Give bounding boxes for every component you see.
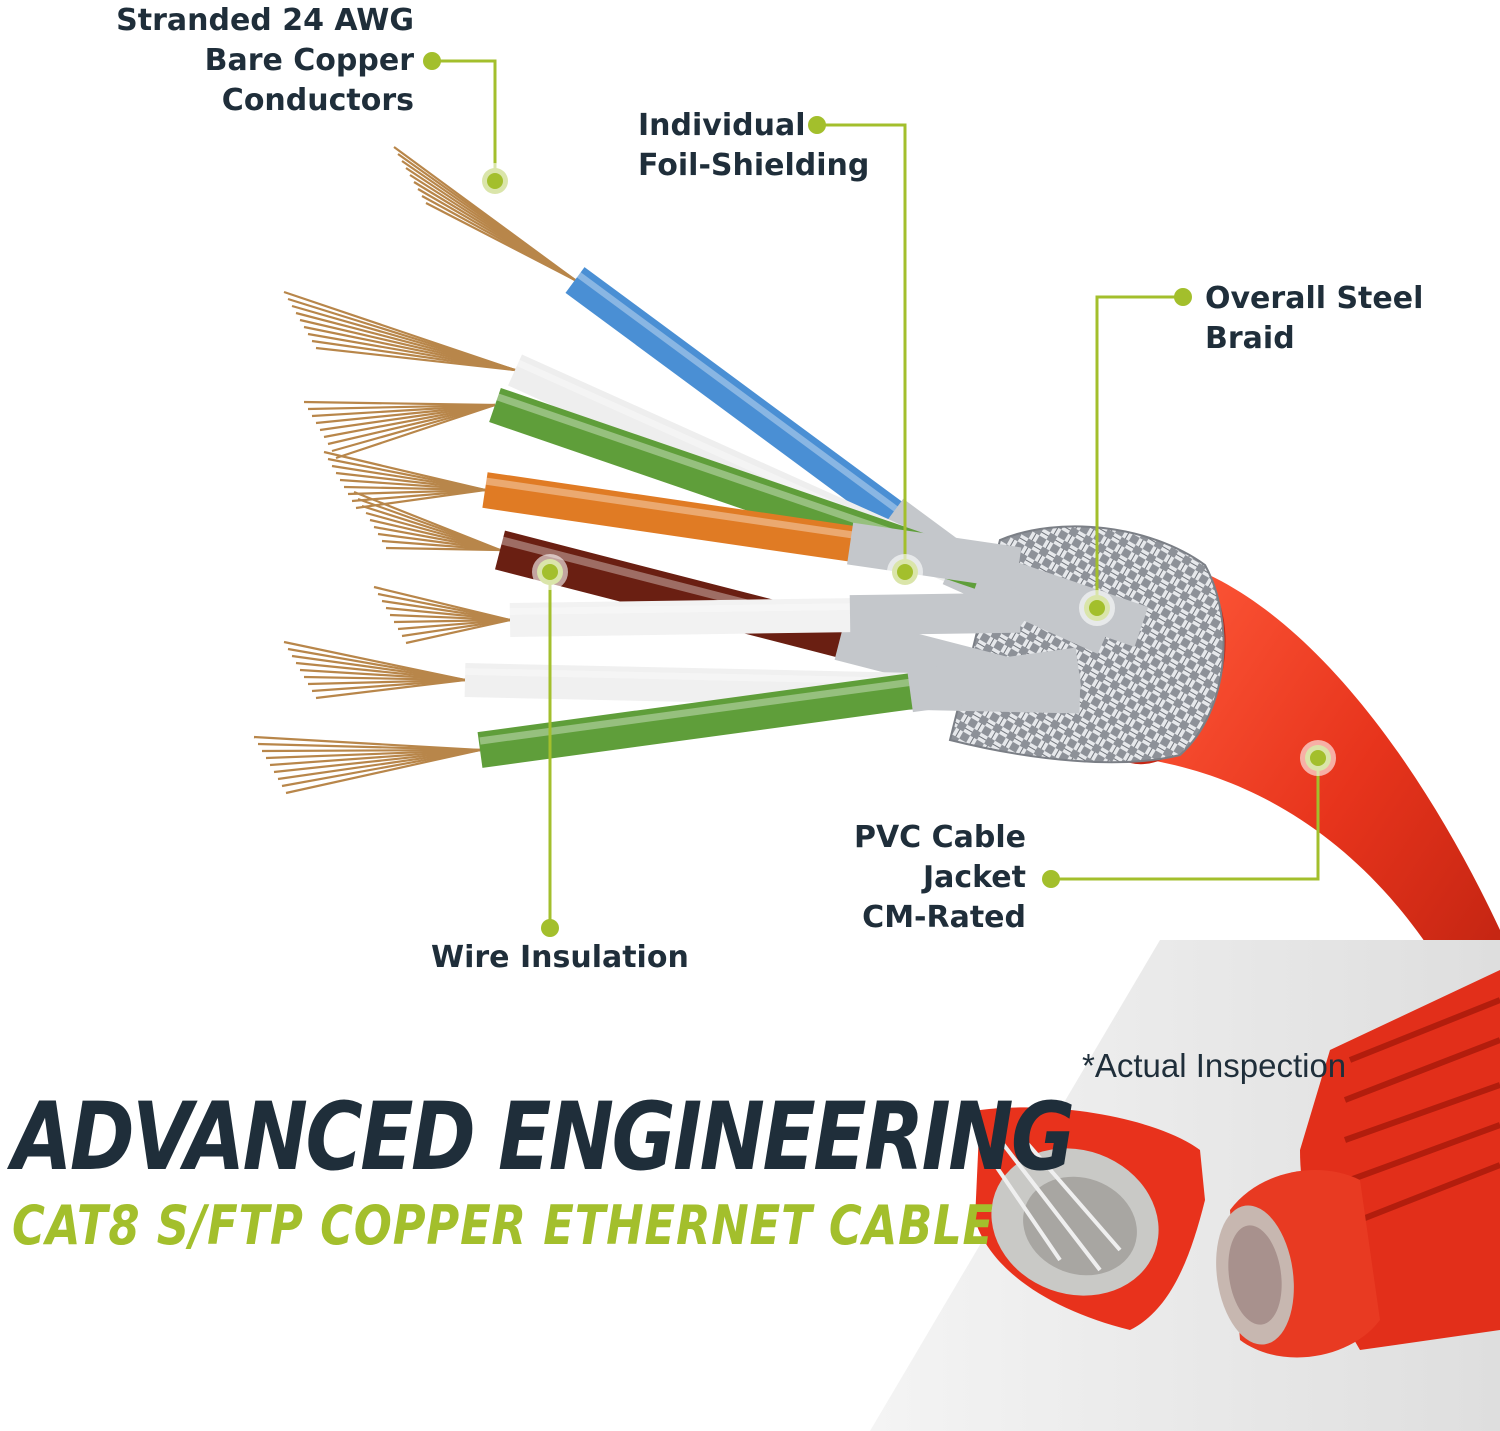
copper-strand <box>277 748 481 781</box>
copper-strand <box>381 539 501 552</box>
callout-conductors-line-3: Conductors <box>221 83 414 118</box>
callout-dot-braid-target <box>1079 590 1115 626</box>
callout-conductors-line-2: Bare Copper <box>204 43 414 78</box>
callout-label-jacket: PVC Cable Jacket CM-Rated <box>800 818 1026 938</box>
copper-strand <box>315 403 496 425</box>
copper-strand <box>257 742 481 752</box>
copper-strand <box>397 618 511 631</box>
copper-strand <box>253 735 481 752</box>
copper-strand <box>285 748 481 795</box>
callout-dot-foil-label <box>808 116 826 134</box>
green-wire-insulation <box>477 672 923 768</box>
copper-strand <box>261 748 481 753</box>
inset-photo <box>870 940 1500 1431</box>
copper-strand <box>307 403 496 411</box>
copper-strand <box>335 403 496 460</box>
callout-conductors-line-1: Stranded 24 AWG <box>116 3 414 38</box>
callout-label-conductors: Stranded 24 AWG Bare Copper Conductors <box>90 1 414 121</box>
copper-strand <box>401 618 511 638</box>
copper-strand <box>311 403 496 418</box>
copper-strand <box>393 618 511 624</box>
callout-braid-line-2: Braid <box>1205 321 1295 356</box>
copper-strand <box>389 613 511 622</box>
copper-strand <box>307 678 466 686</box>
orange-wire-foil-shield <box>847 522 1022 589</box>
copper-strand <box>335 471 486 492</box>
blue-wire-insulation <box>565 267 910 533</box>
callout-dot-conductors-label <box>423 52 441 70</box>
copper-strand <box>281 748 481 788</box>
callout-dot-jacket-label <box>1042 870 1060 888</box>
callout-dot-jacket-target <box>1300 740 1336 776</box>
outer-jacket <box>1150 560 1500 1090</box>
copper-strand <box>273 748 481 774</box>
callout-dot-conductors-target <box>477 163 513 199</box>
copper-strand <box>303 400 496 407</box>
copper-strand <box>303 675 466 682</box>
copper-strand <box>265 748 481 760</box>
callout-foil-line-2: Foil-Shielding <box>638 148 870 183</box>
white-wire-2-insulation <box>509 598 861 637</box>
subheadline: CAT8 S/FTP COPPER ETHERNET CABLE <box>12 1194 994 1257</box>
callout-dot-braid-label <box>1174 288 1192 306</box>
orange-wire-insulation <box>482 472 863 563</box>
cable-end-photo-icon <box>1216 970 1500 1358</box>
copper-strand <box>269 748 481 767</box>
copper-strand <box>295 661 466 682</box>
copper-strand <box>315 346 516 372</box>
copper-strand <box>327 403 496 446</box>
callout-jacket-line-3: CM-Rated <box>862 900 1026 935</box>
green-wire-foil-shield <box>907 647 1082 713</box>
copper-strand <box>385 606 511 622</box>
callout-insulation-line-1: Wire Insulation <box>431 940 689 975</box>
white-wire-2-foil-shield <box>849 592 1021 636</box>
copper-strand <box>319 403 496 432</box>
callout-braid-line-1: Overall Steel <box>1205 281 1424 316</box>
callout-label-foil: Individual Foil-Shielding <box>638 106 869 186</box>
copper-strand <box>299 668 466 682</box>
callout-dot-insulation-target <box>532 554 568 590</box>
copper-strand <box>311 678 466 693</box>
callout-dot-insulation-label <box>541 919 559 937</box>
copper-strand <box>339 478 486 492</box>
copper-strand <box>331 403 496 453</box>
callout-jacket-line-2: Jacket <box>922 860 1026 895</box>
copper-strand <box>405 618 511 645</box>
headline: ADVANCED ENGINEERING <box>12 1083 1075 1192</box>
copper-strand <box>377 532 501 552</box>
callout-dot-foil-target <box>887 554 923 590</box>
copper-strand <box>323 403 496 439</box>
callout-jacket-line-1: PVC Cable <box>853 820 1026 855</box>
copper-strand <box>347 488 486 496</box>
footnote: *Actual Inspection <box>1082 1047 1347 1084</box>
copper-strand <box>385 546 501 552</box>
callout-label-braid: Overall Steel Braid <box>1205 279 1423 359</box>
copper-strand <box>425 202 576 281</box>
callout-label-insulation: Wire Insulation <box>431 938 689 978</box>
callout-foil-line-1: Individual <box>638 108 806 143</box>
copper-strand <box>343 485 486 492</box>
copper-strand <box>315 678 466 700</box>
cut-cable-photo-icon <box>975 1107 1205 1330</box>
